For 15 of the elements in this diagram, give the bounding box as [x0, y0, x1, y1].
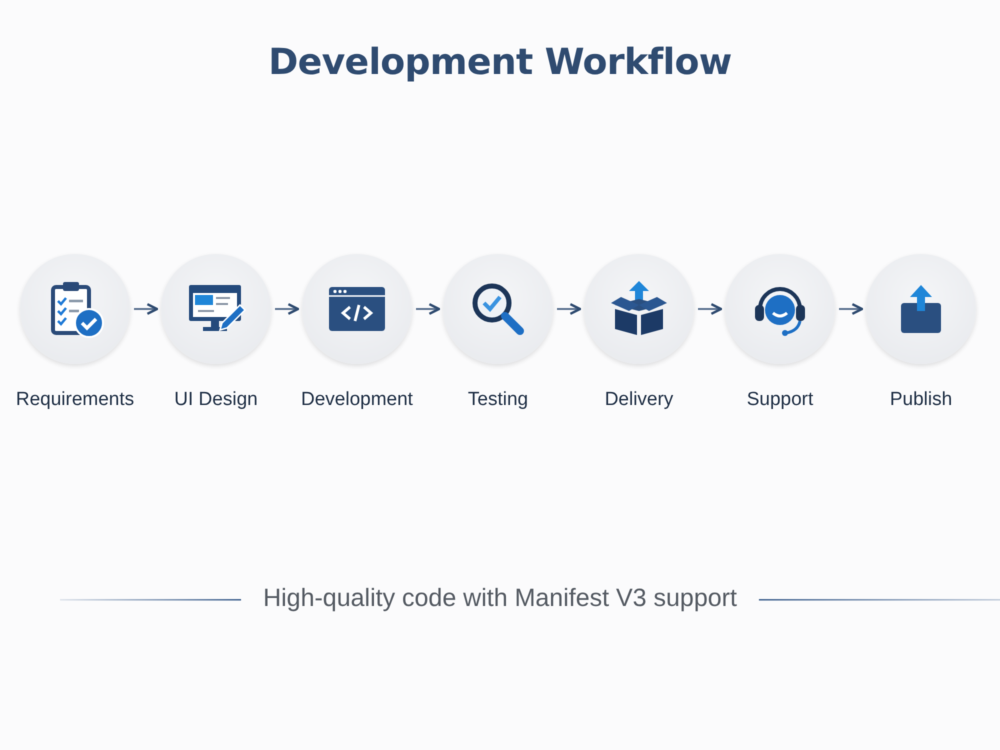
- step-label: UI Design: [173, 389, 259, 411]
- step-label: Development: [300, 389, 414, 411]
- caption-text: High-quality code with Manifest V3 support: [263, 584, 737, 613]
- arrow: [134, 303, 158, 315]
- arrow: [416, 303, 440, 315]
- arrow: [275, 303, 300, 315]
- step-label: Support: [746, 389, 814, 411]
- step-label: Publish: [888, 389, 954, 411]
- arrow: [839, 303, 864, 315]
- step-label: Delivery: [604, 389, 674, 411]
- step-label: Testing: [466, 389, 530, 411]
- step-label: Requirements: [14, 389, 136, 411]
- arrow: [557, 303, 582, 315]
- diagram-title: Development Workflow: [267, 42, 733, 83]
- arrow: [698, 303, 722, 315]
